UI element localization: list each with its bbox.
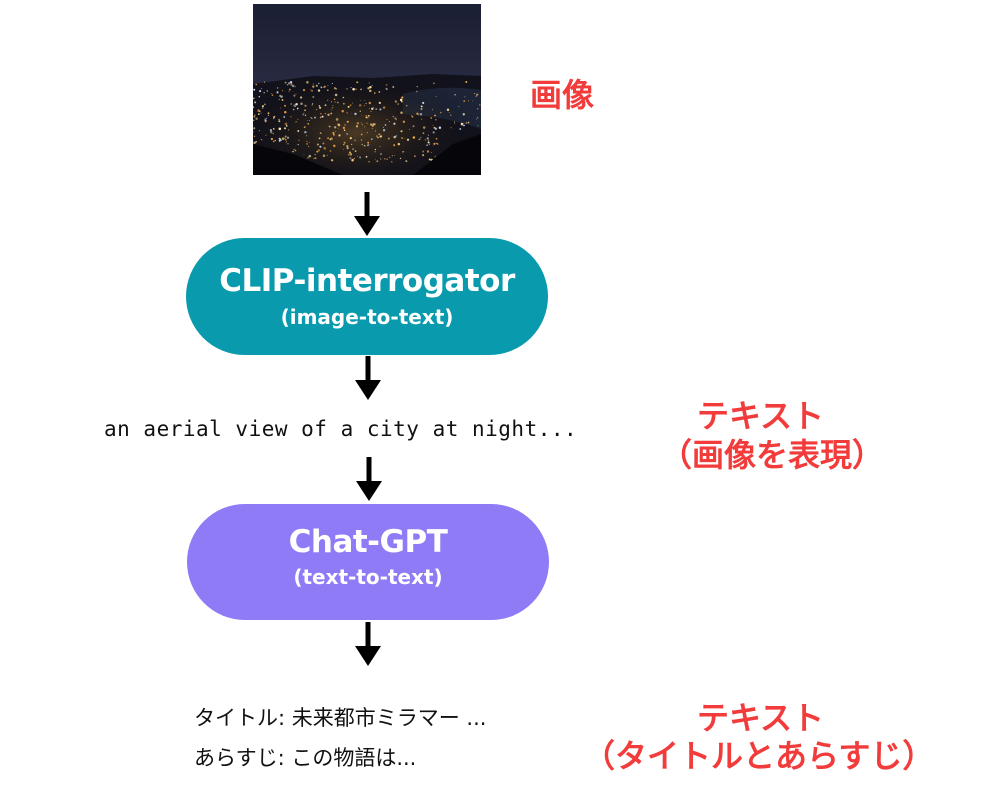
gpt-node-subtitle: (text-to-text) <box>293 565 443 589</box>
arrow-down-icon <box>355 356 381 400</box>
chat-gpt-node: Chat-GPT (text-to-text) <box>187 504 549 620</box>
image-label: 画像 <box>530 76 595 114</box>
caption-text-label: テキスト <box>697 397 825 435</box>
night-city-photo <box>253 4 481 175</box>
clip-node-subtitle: (image-to-text) <box>280 305 454 329</box>
clip-interrogator-node: CLIP-interrogator (image-to-text) <box>186 238 548 355</box>
output-text-label: テキスト <box>697 699 825 737</box>
output-text-sublabel: （タイトルとあらすじ） <box>583 737 935 775</box>
caption-text-sublabel: （画像を表現） <box>660 436 885 474</box>
gpt-node-title: Chat-GPT <box>288 524 448 560</box>
output-synopsis-line: あらすじ: この物語は... <box>194 746 417 770</box>
arrow-down-icon <box>355 622 381 666</box>
output-title-line: タイトル: 未来都市ミラマー ... <box>194 706 487 730</box>
clip-node-title: CLIP-interrogator <box>219 263 515 299</box>
generated-caption: an aerial view of a city at night... <box>104 417 578 441</box>
arrow-down-icon <box>354 192 380 236</box>
arrow-down-icon <box>356 457 382 501</box>
